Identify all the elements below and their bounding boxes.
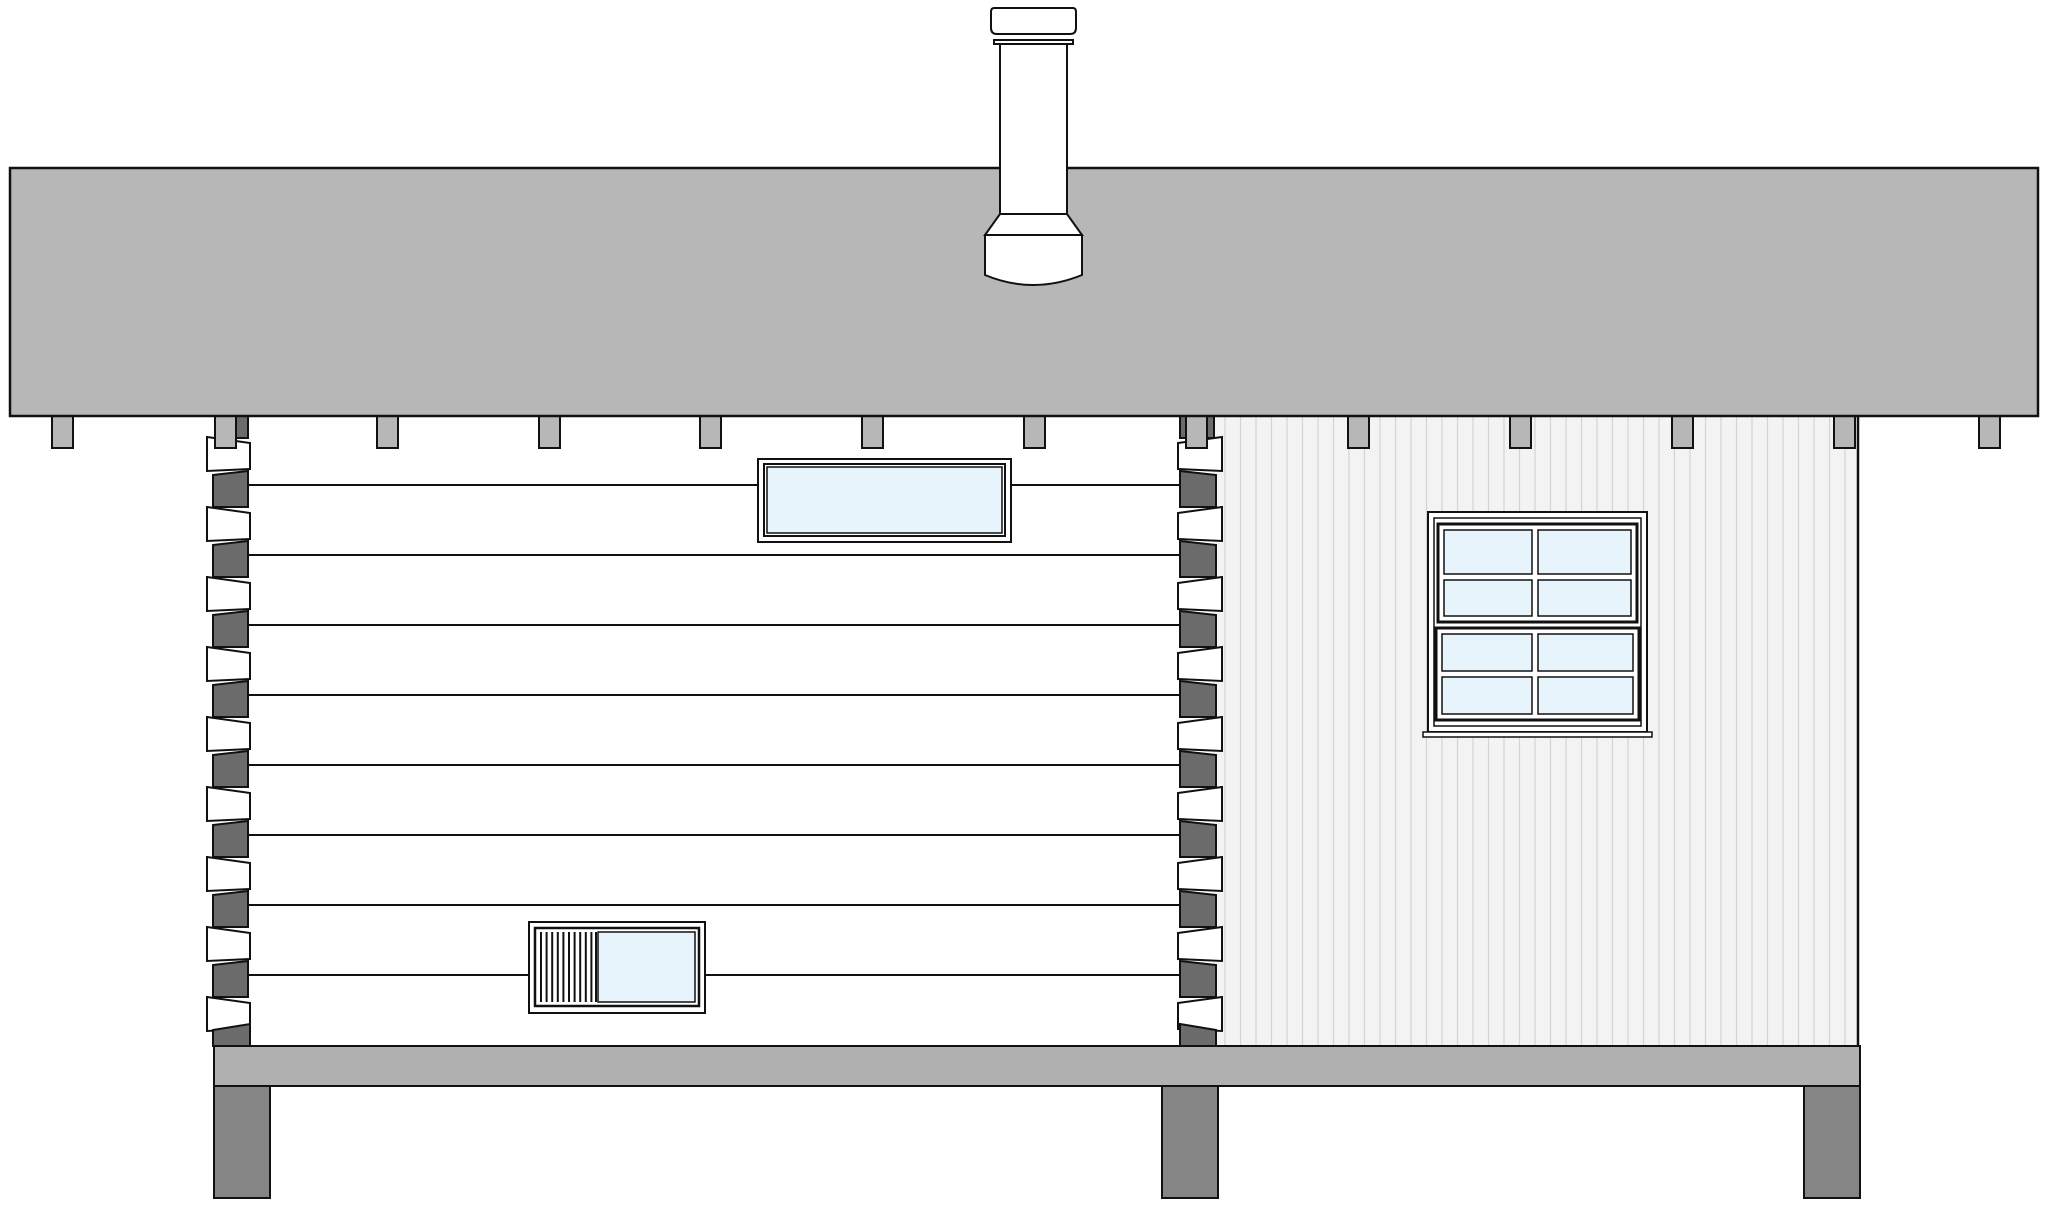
log-end-light xyxy=(1177,575,1223,613)
log-end-light xyxy=(206,505,251,543)
rafter-tail xyxy=(376,415,399,449)
rafter-tail xyxy=(51,415,74,449)
log-end-dark xyxy=(212,609,249,648)
pier-post xyxy=(213,1085,271,1199)
log-end-dark xyxy=(235,415,249,439)
rafter-tail xyxy=(538,415,561,449)
log-end-dark xyxy=(1179,539,1217,578)
window-glass xyxy=(766,466,1003,534)
window-sill xyxy=(1422,731,1653,738)
log-end-dark xyxy=(212,959,249,998)
log-end-dark xyxy=(212,889,249,928)
rafter-tail xyxy=(1347,415,1370,449)
log-wall xyxy=(213,416,1213,1046)
rafter-tail xyxy=(1023,415,1046,449)
chimney-band xyxy=(993,39,1074,45)
log-end-dark xyxy=(1179,889,1217,928)
rafter-tail xyxy=(699,415,722,449)
rafter-tails xyxy=(51,415,2001,449)
window-lite xyxy=(1441,633,1533,672)
rafter-tail xyxy=(214,415,237,449)
log-end-light xyxy=(1177,785,1223,823)
vent-window xyxy=(528,921,706,1014)
log-end-light xyxy=(206,785,251,823)
log-end-dark xyxy=(1179,469,1217,508)
log-end-dark xyxy=(212,469,249,508)
chimney-pipe xyxy=(999,39,1068,216)
log-end-light xyxy=(206,575,251,613)
log-end-light xyxy=(1177,715,1223,753)
double-hung-window xyxy=(1422,511,1653,738)
log-end-light xyxy=(206,645,251,683)
window-lite xyxy=(1537,633,1634,672)
window-lite xyxy=(1537,579,1632,617)
log-end-light xyxy=(206,855,251,893)
log-wall-face xyxy=(213,416,1213,1046)
log-end-light xyxy=(1177,505,1223,543)
pier-post xyxy=(1161,1085,1219,1199)
chimney-cap xyxy=(990,7,1077,35)
log-end-light xyxy=(1177,645,1223,683)
window-lite xyxy=(1441,676,1533,715)
support-piers xyxy=(213,1085,1861,1199)
log-end-dark xyxy=(212,749,249,788)
deck-beam xyxy=(213,1045,1861,1087)
log-end-light xyxy=(1177,855,1223,893)
log-end-dark xyxy=(1179,959,1217,998)
log-end-dark xyxy=(1179,819,1217,858)
window-lite xyxy=(1537,529,1632,575)
log-end-light xyxy=(206,925,251,963)
rafter-tail xyxy=(861,415,884,449)
log-end-dark xyxy=(1179,749,1217,788)
rafter-tail xyxy=(1185,415,1208,449)
floor-deck xyxy=(213,1045,1861,1087)
clerestory-window xyxy=(757,458,1012,543)
log-end-dark xyxy=(212,819,249,858)
stovepipe-chimney xyxy=(983,7,1084,286)
window-glass xyxy=(597,931,696,1003)
window-lite xyxy=(1443,579,1533,617)
log-end-dark xyxy=(212,539,249,578)
rafter-tail xyxy=(1509,415,1532,449)
window-lite xyxy=(1443,529,1533,575)
rafter-tail xyxy=(1833,415,1856,449)
log-end-light xyxy=(206,715,251,753)
log-end-dark xyxy=(212,679,249,718)
log-end-dark xyxy=(1179,679,1217,718)
roof-jack-collar xyxy=(983,213,1084,236)
pier-post xyxy=(1803,1085,1861,1199)
log-end-light xyxy=(1177,995,1223,1033)
roof-jack-flashing xyxy=(984,234,1083,286)
rafter-tail xyxy=(1978,415,2001,449)
window-lite xyxy=(1537,676,1634,715)
rafter-tail xyxy=(1671,415,1694,449)
log-end-dark xyxy=(1179,609,1217,648)
log-end-light xyxy=(1177,925,1223,963)
